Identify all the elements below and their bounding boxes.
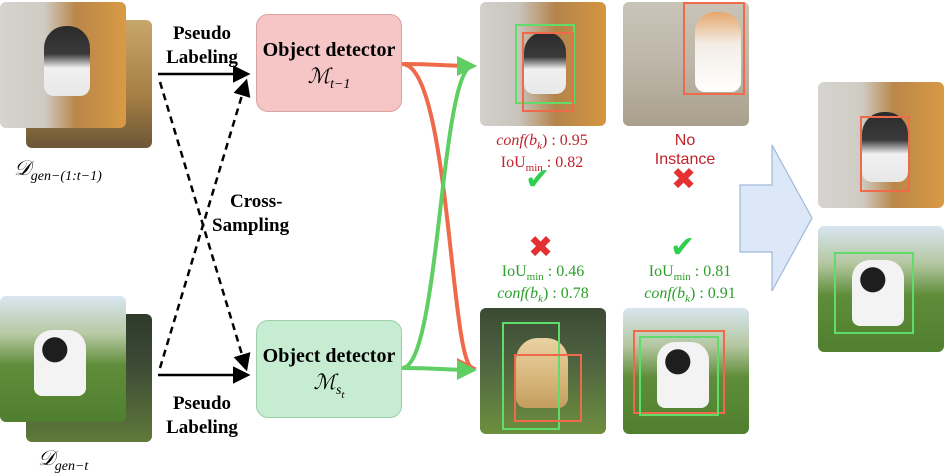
result-cat-image (480, 2, 606, 126)
result-arrow (739, 144, 813, 292)
cat-figure (862, 112, 908, 182)
check-icon: ✔ (525, 162, 551, 197)
dog-figure (34, 330, 86, 396)
red-bbox (683, 2, 745, 95)
detector-prev-symbol: ℳt−1 (307, 64, 351, 93)
red-bbox (860, 116, 910, 192)
cat-figure (524, 32, 566, 94)
detector-curr-output-arrow-bottom (401, 359, 477, 380)
final-cat-image (818, 82, 944, 208)
green-bbox (502, 322, 560, 430)
detector-prev-output-arrow-top (401, 55, 477, 76)
metrics-bottom-right: IoUmin : 0.81 conf(bk) : 0.91 (644, 263, 736, 306)
cat-image-front (0, 2, 126, 128)
cat-figure (44, 26, 90, 96)
result-golden-image (480, 308, 606, 434)
check-icon: ✔ (670, 230, 696, 265)
dog-figure (852, 260, 904, 326)
green-bbox (515, 24, 575, 104)
red-bbox (633, 330, 725, 414)
final-dog-image (818, 226, 944, 352)
metrics-top-left: conf(bk) : 0.95 IoUmin : 0.82 (496, 132, 588, 175)
metrics-bottom-left: IoUmin : 0.46 conf(bk) : 0.78 (497, 263, 589, 306)
green-bbox (834, 252, 914, 334)
dog-figure (657, 342, 709, 408)
detector-curr-box: Object detector ℳst (256, 320, 402, 418)
cross-sampling-arrow-up (158, 78, 251, 369)
cross-icon: ✖ (671, 162, 697, 197)
dog-image-front (0, 296, 126, 422)
detector-prev-output-arrow-bottom (401, 62, 477, 378)
cross-sampling-label: Cross-Sampling (212, 191, 290, 236)
detector-curr-output-arrow-top (401, 56, 477, 370)
red-bbox (522, 32, 574, 112)
dataset-curr-label: 𝒟gen−t (38, 446, 89, 475)
red-bbox (514, 354, 582, 422)
green-bbox (639, 336, 719, 416)
cat-figure (695, 12, 741, 92)
detector-curr-symbol: ℳst (313, 370, 345, 401)
detector-prev-title: Object detector (262, 39, 396, 61)
detector-prev-box: Object detector ℳt−1 (256, 14, 402, 112)
cross-icon: ✖ (528, 230, 554, 265)
detector-curr-title: Object detector (262, 345, 396, 367)
result-cat2-image (623, 2, 749, 126)
dataset-prev-label: 𝒟gen−(1:t−1) (14, 156, 102, 185)
result-dog-image (623, 308, 749, 434)
